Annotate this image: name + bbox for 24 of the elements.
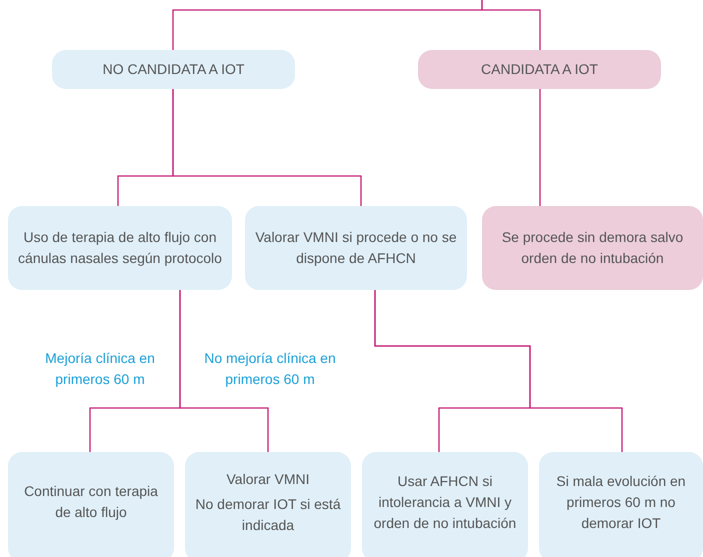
box-text: Se procede sin demora salvo orden de no intubación	[500, 228, 684, 268]
process-box	[185, 452, 351, 557]
connector-line	[481, 0, 541, 50]
box-text: Si mala evolución en primeros 60 m no demorar IOT	[555, 472, 687, 532]
connector-line	[179, 290, 269, 452]
box-text: CANDIDATA A IOT	[481, 60, 598, 79]
box-text: NO CANDIDATA A IOT	[102, 60, 244, 79]
connector-line	[172, 89, 362, 206]
box-text: Uso de terapia de alto flujo con cánulas nasales según protocolo	[17, 228, 223, 268]
process-box	[482, 206, 703, 290]
process-box	[8, 452, 174, 557]
process-box	[245, 206, 467, 290]
process-box	[418, 50, 661, 89]
process-box	[362, 452, 528, 557]
process-box	[8, 206, 232, 290]
box-text: Valorar VMNI si procede o no se dispone de AFHCN	[254, 228, 458, 268]
box-text: Usar AFHCN si intolerancia a VMNI y orden de no intubación	[372, 472, 518, 532]
connector-line	[374, 290, 623, 452]
process-box	[52, 50, 295, 89]
box-text: Continuar con terapia de alto flujo	[23, 482, 159, 522]
box-text: Valorar VMNI	[226, 470, 310, 488]
process-box	[539, 452, 703, 557]
box-text: No demorar IOT si está indicada	[194, 494, 342, 534]
connector-line	[539, 89, 541, 206]
